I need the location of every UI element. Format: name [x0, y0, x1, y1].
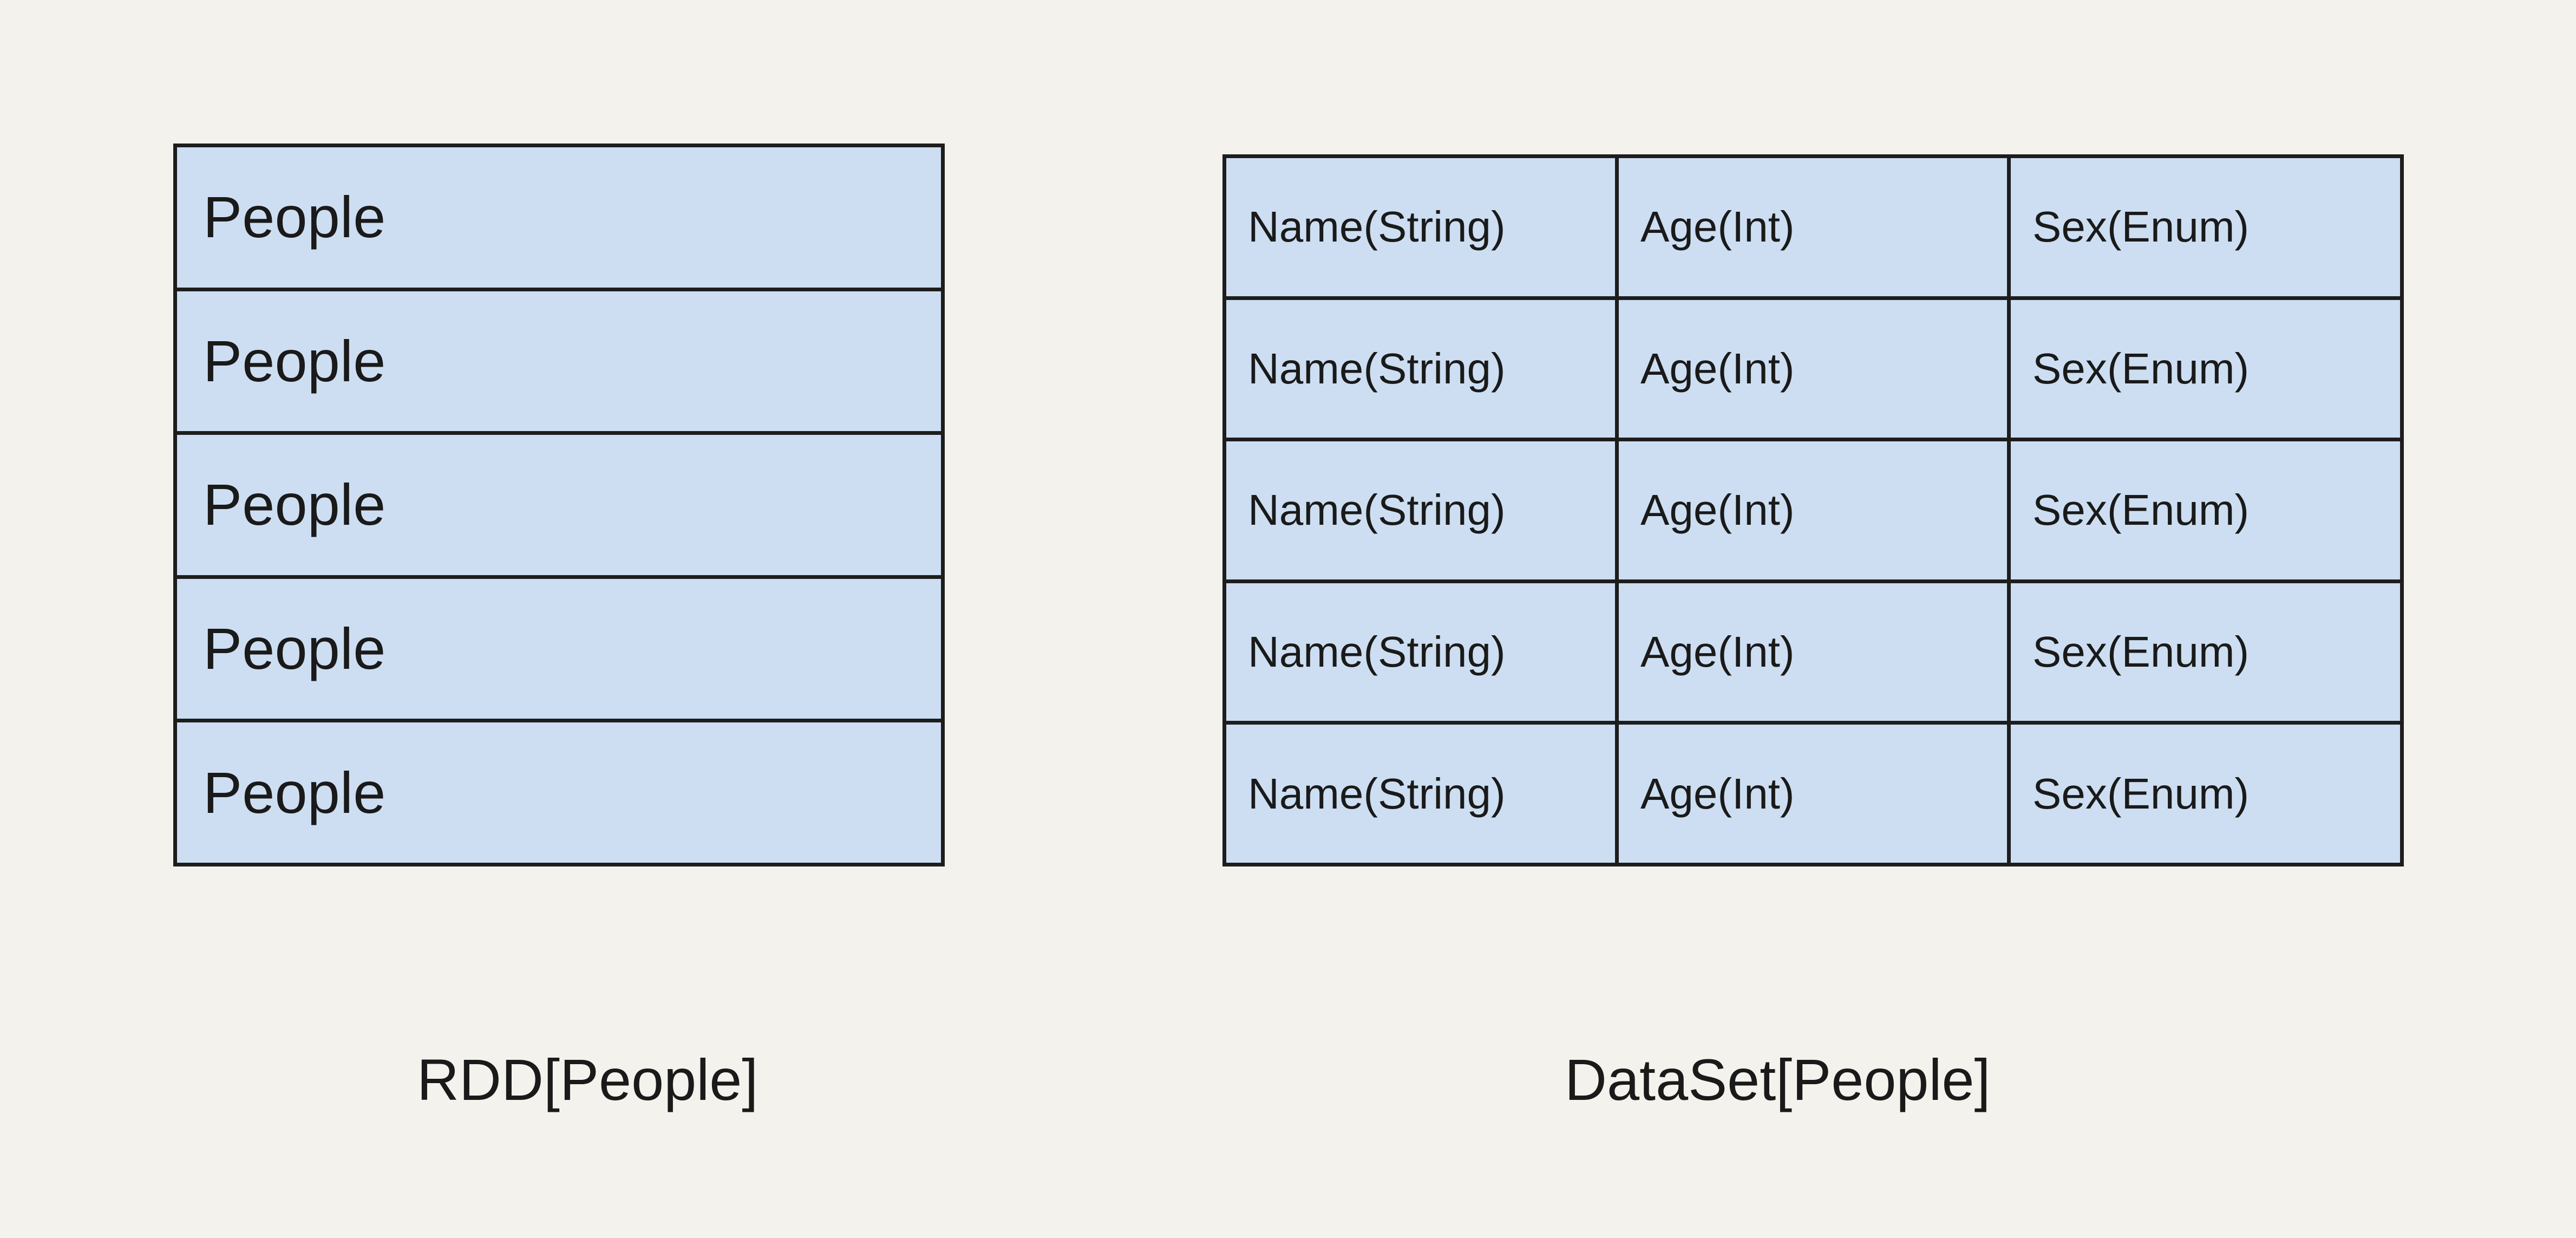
dataset-cell-age: Age(Int) [1619, 725, 2011, 863]
rdd-cell-label: People [203, 328, 386, 394]
dataset-cell-label: Name(String) [1248, 628, 1506, 676]
dataset-caption: DataSet[People] [1565, 1047, 1991, 1112]
dataset-cell-sex: Sex(Enum) [2011, 725, 2400, 863]
rdd-row: People [177, 291, 941, 435]
dataset-cell-label: Age(Int) [1640, 628, 1795, 676]
dataset-cell-label: Sex(Enum) [2032, 628, 2250, 676]
dataset-row: Name(String) Age(Int) Sex(Enum) [1226, 441, 2400, 583]
rdd-cell-label: People [203, 472, 386, 538]
dataset-cell-age: Age(Int) [1619, 583, 2011, 721]
rdd-block: People People People People People [173, 144, 945, 866]
rdd-cell-label: People [203, 184, 386, 250]
dataset-cell-label: Name(String) [1248, 344, 1506, 393]
dataset-cell-age: Age(Int) [1619, 158, 2011, 296]
dataset-cell-label: Age(Int) [1640, 486, 1795, 535]
dataset-cell-age: Age(Int) [1619, 441, 2011, 579]
rdd-cell-label: People [203, 759, 386, 825]
dataset-cell-label: Sex(Enum) [2032, 344, 2250, 393]
dataset-cell-label: Name(String) [1248, 769, 1506, 818]
dataset-cell-name: Name(String) [1226, 725, 1619, 863]
dataset-cell-label: Age(Int) [1640, 203, 1795, 251]
dataset-row: Name(String) Age(Int) Sex(Enum) [1226, 299, 2400, 442]
dataset-cell-label: Sex(Enum) [2032, 486, 2250, 535]
dataset-block: Name(String) Age(Int) Sex(Enum) Name(Str… [1222, 154, 2404, 866]
dataset-cell-label: Age(Int) [1640, 344, 1795, 393]
dataset-cell-name: Name(String) [1226, 441, 1619, 579]
dataset-row: Name(String) Age(Int) Sex(Enum) [1226, 583, 2400, 725]
dataset-cell-label: Sex(Enum) [2032, 203, 2250, 251]
dataset-row: Name(String) Age(Int) Sex(Enum) [1226, 158, 2400, 300]
dataset-cell-sex: Sex(Enum) [2011, 583, 2400, 721]
dataset-row: Name(String) Age(Int) Sex(Enum) [1226, 725, 2400, 863]
dataset-cell-sex: Sex(Enum) [2011, 299, 2400, 438]
dataset-cell-name: Name(String) [1226, 299, 1619, 438]
dataset-cell-label: Name(String) [1248, 486, 1506, 535]
dataset-cell-label: Sex(Enum) [2032, 769, 2250, 818]
dataset-cell-name: Name(String) [1226, 583, 1619, 721]
dataset-cell-sex: Sex(Enum) [2011, 158, 2400, 296]
dataset-cell-label: Name(String) [1248, 203, 1506, 251]
rdd-caption: RDD[People] [417, 1047, 759, 1112]
dataset-cell-age: Age(Int) [1619, 299, 2011, 438]
rdd-row: People [177, 147, 941, 291]
dataset-cell-sex: Sex(Enum) [2011, 441, 2400, 579]
rdd-row: People [177, 435, 941, 579]
dataset-cell-label: Age(Int) [1640, 769, 1795, 818]
rdd-cell-label: People [203, 616, 386, 682]
rdd-row: People [177, 578, 941, 723]
rdd-row: People [177, 722, 941, 863]
dataset-cell-name: Name(String) [1226, 158, 1619, 296]
